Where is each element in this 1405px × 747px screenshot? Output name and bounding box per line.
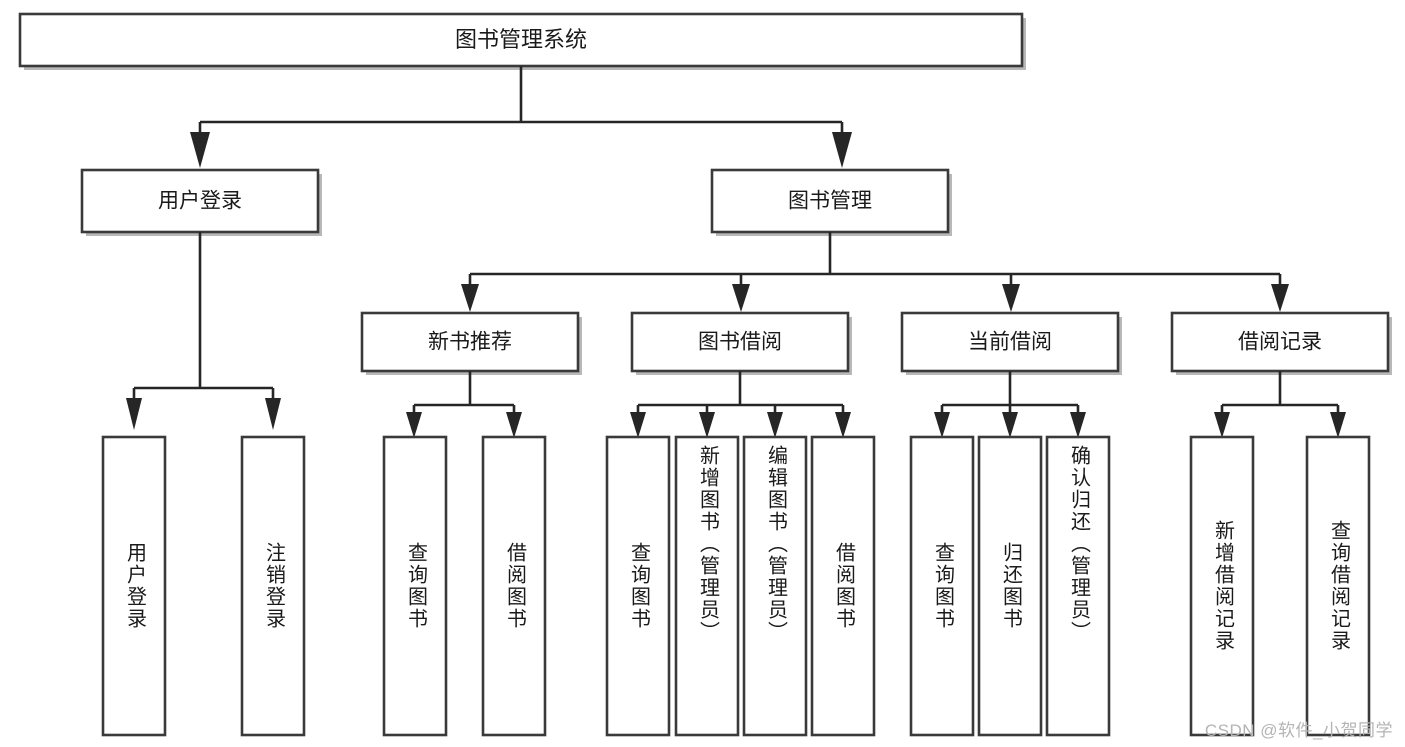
arrow-to-leaf-query-record [1330, 412, 1346, 438]
arrow-to-user-login [190, 132, 210, 168]
arrow-to-leaf-return-book [1002, 412, 1018, 438]
leaf-box-query-book-3[interactable] [909, 435, 975, 737]
leaf-box-borrow-book-1[interactable] [481, 435, 547, 737]
arrow-to-leaf-query-book-3 [934, 412, 950, 438]
leaf-box-return-book[interactable] [977, 435, 1043, 737]
leaf-box-add-book[interactable] [674, 435, 740, 737]
arrow-to-leaf-add-record [1214, 412, 1230, 438]
node-book-borrow[interactable]: 图书借阅 [630, 311, 852, 375]
arrow-to-borrow-record [1271, 284, 1289, 312]
leaf-box-edit-book[interactable] [742, 435, 808, 737]
connector-book-manage-to-level3 [461, 232, 1289, 312]
node-new-book-recommend-label: 新书推荐 [428, 331, 512, 354]
leaf-box-borrow-book-2[interactable] [810, 435, 876, 737]
node-root-label: 图书管理系统 [455, 27, 587, 52]
node-borrow-record[interactable]: 借阅记录 [1170, 311, 1392, 375]
arrow-to-leaf-borrow-book-1 [506, 412, 522, 438]
arrow-to-leaf-add-book [699, 412, 715, 438]
leaf-boxes [101, 435, 1371, 737]
arrow-to-leaf-logout-login [265, 398, 281, 430]
node-book-borrow-label: 图书借阅 [698, 331, 782, 354]
node-user-login[interactable]: 用户登录 [80, 168, 322, 236]
arrow-to-book-borrow [732, 284, 750, 312]
arrow-to-current-borrow [1002, 284, 1020, 312]
connector-user-login-to-leaves [126, 232, 281, 430]
node-new-book-recommend-box [360, 311, 580, 373]
node-borrow-record-box [1170, 311, 1390, 373]
node-borrow-record-label: 借阅记录 [1238, 331, 1322, 354]
leaf-box-user-login[interactable] [101, 435, 167, 737]
arrow-to-leaf-confirm-return [1070, 412, 1086, 438]
leaf-box-query-book-2[interactable] [605, 435, 671, 737]
arrow-to-leaf-user-login [126, 398, 142, 430]
leaf-box-add-record[interactable] [1189, 435, 1255, 737]
arrow-to-leaf-edit-book [767, 412, 783, 438]
node-root[interactable]: 图书管理系统 [18, 12, 1026, 70]
leaf-box-logout-login[interactable] [240, 435, 306, 737]
leaf-box-query-book-1[interactable] [382, 435, 448, 737]
leaf-box-query-record[interactable] [1305, 435, 1371, 737]
connector-root-to-level2 [190, 66, 852, 168]
node-root-box [18, 12, 1024, 68]
leaf-box-confirm-return[interactable] [1045, 435, 1111, 737]
arrow-to-leaf-query-book-1 [406, 412, 422, 438]
node-book-manage[interactable]: 图书管理 [710, 168, 952, 236]
arrow-to-book-manage [832, 132, 852, 168]
arrow-to-leaf-query-book-2 [630, 412, 646, 438]
connector-current-borrow-to-leaves [934, 371, 1086, 438]
arrow-to-leaf-borrow-book-2 [835, 412, 851, 438]
node-book-manage-label: 图书管理 [788, 190, 872, 213]
connector-book-borrow-to-leaves [630, 371, 851, 438]
node-new-book-recommend[interactable]: 新书推荐 [360, 311, 582, 375]
connector-borrow-record-to-leaves [1214, 371, 1346, 438]
node-current-borrow[interactable]: 当前借阅 [900, 311, 1122, 375]
node-current-borrow-box [900, 311, 1120, 373]
arrow-to-new-book-recommend [461, 284, 479, 312]
node-user-login-label: 用户登录 [158, 190, 242, 213]
node-user-login-box [80, 168, 320, 234]
node-current-borrow-label: 当前借阅 [968, 331, 1052, 354]
connector-new-book-recommend-to-leaves [406, 371, 522, 438]
